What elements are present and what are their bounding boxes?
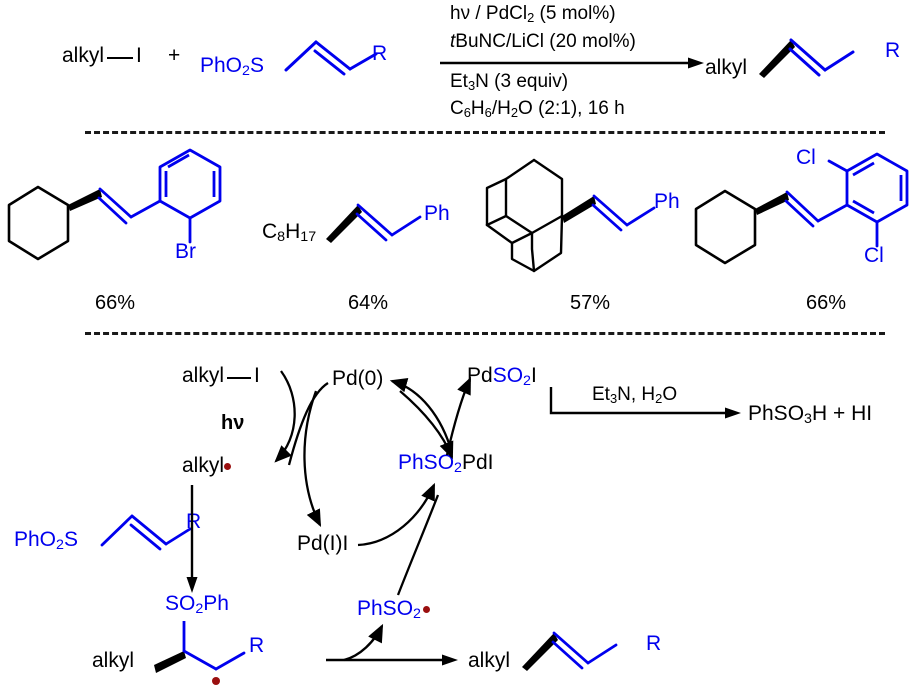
hydrolysis-conditions-label: Et3N, H2O bbox=[592, 384, 678, 406]
elimination-arrow bbox=[326, 623, 458, 666]
scope-4-cl-top-label: Cl bbox=[796, 146, 816, 169]
scope-2-yield: 64% bbox=[348, 292, 389, 314]
final-product-alkyl-label: alkyl bbox=[468, 649, 511, 672]
reactant-iodide-label: I bbox=[136, 44, 142, 67]
intermediate-bonds bbox=[154, 621, 246, 673]
scope-4-skeleton bbox=[694, 152, 909, 265]
scope-row: Br 66% C8H17 Ph 64% bbox=[0, 145, 921, 320]
product-r-label: R bbox=[885, 39, 901, 62]
reactant-alkyl-iodide: alkyl I bbox=[62, 45, 142, 66]
scope-3-adamantane bbox=[485, 158, 656, 273]
condition-line-2: tBuNC/LiCl (20 mol%) bbox=[450, 31, 636, 52]
scope-4-yield: 66% bbox=[806, 292, 847, 314]
scope-2-chain-label: C8H17 bbox=[262, 220, 317, 246]
phso2-radical-label: PhSO2 bbox=[357, 598, 430, 621]
mechanism-alkyl-radical: alkyl bbox=[182, 455, 232, 476]
mechanism-vinyl-sulfone: PhO2S R bbox=[14, 497, 214, 567]
scope-structure-2: C8H17 Ph bbox=[262, 191, 472, 271]
condition-line-4: C6H6/H2O (2:1), 16 h bbox=[450, 98, 625, 120]
condition-line-1: hν / PdCl2 (5 mol%) bbox=[450, 3, 616, 25]
alkyl-radical-dot-icon bbox=[224, 462, 232, 470]
intermediate-alkyl-label: alkyl bbox=[92, 649, 135, 672]
phso2-radical-dot-icon bbox=[422, 605, 430, 613]
intermediate-so2ph-label: SO2Ph bbox=[165, 592, 229, 618]
reaction-conditions: hν / PdCl2 (5 mol%) tBuNC/LiCl (20 mol%)… bbox=[420, 0, 705, 122]
intermediate-radical-dot-icon bbox=[212, 677, 220, 685]
scope-structure-3: Ph bbox=[462, 153, 682, 283]
scope-2-alkene bbox=[326, 203, 422, 243]
mechanism-vinyl-sulfone-label: PhO2S bbox=[14, 528, 78, 554]
vinyl-sulfone-bonds bbox=[284, 40, 378, 76]
scope-1-skeleton bbox=[7, 148, 222, 261]
reactant-vinyl-sulfone: PhO2S R bbox=[200, 28, 390, 88]
mechanism-vinyl-sulfone-bonds bbox=[100, 514, 192, 551]
main-reaction-row: alkyl I + PhO2S R hν / PdCl2 (5 mol%) tBu… bbox=[0, 0, 921, 122]
radical-addition-arrow bbox=[186, 485, 198, 593]
mechanism-vinyl-sulfone-r-label: R bbox=[186, 510, 202, 533]
product-alkene-bonds bbox=[759, 38, 855, 78]
scope-1-yield: 66% bbox=[95, 292, 136, 314]
reactant-alkyl-label: alkyl bbox=[62, 44, 105, 67]
condition-line-3: Et3N (3 equiv) bbox=[450, 71, 569, 93]
main-product: alkyl R bbox=[705, 22, 905, 88]
catalytic-cycle-arrows bbox=[274, 370, 472, 596]
vinyl-sulfone-phso2s-label: PhO2S bbox=[200, 54, 264, 80]
mechanism-final-product: alkyl R bbox=[468, 615, 668, 681]
scope-3-ph-label: Ph bbox=[654, 190, 680, 213]
mechanism-hv-label: hν bbox=[221, 412, 245, 434]
separator-line-1 bbox=[85, 131, 885, 134]
scope-2-ph-label: Ph bbox=[424, 202, 450, 225]
separator-line-2 bbox=[85, 332, 885, 335]
hydrolysis-products-label: PhSO3H + HI bbox=[748, 402, 873, 428]
mechanism-pdso2i-label: PdSO2I bbox=[467, 364, 537, 390]
scope-structure-4: Cl Cl bbox=[690, 147, 920, 297]
mechanism-pd0-label: Pd(0) bbox=[332, 367, 384, 390]
vinyl-sulfone-r-label: R bbox=[372, 42, 388, 65]
reaction-arrow bbox=[440, 57, 704, 69]
scope-3-yield: 57% bbox=[570, 292, 611, 314]
final-product-alkene-bonds bbox=[522, 631, 618, 671]
final-product-r-label: R bbox=[646, 632, 662, 655]
mechanism-pd1i-label: Pd(I)I bbox=[297, 532, 349, 555]
scope-4-cl-bottom-label: Cl bbox=[864, 244, 884, 267]
intermediate-r-label: R bbox=[249, 634, 265, 657]
scope-1-br-label: Br bbox=[175, 240, 196, 263]
scope-structure-1: Br bbox=[5, 145, 245, 295]
hydrolysis-arrow bbox=[549, 387, 741, 419]
mechanism-intermediate: SO2Ph alkyl R bbox=[92, 593, 342, 685]
plus-sign-1: + bbox=[168, 44, 181, 67]
product-alkyl-label: alkyl bbox=[705, 56, 748, 79]
